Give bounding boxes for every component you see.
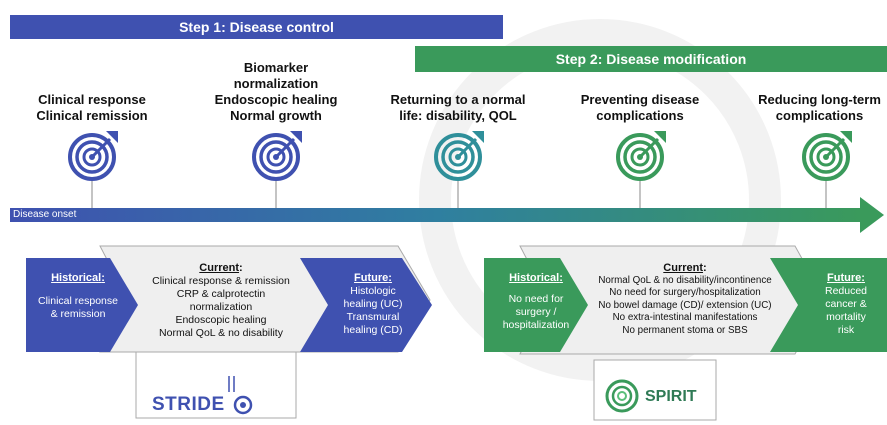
target-icon [434, 131, 484, 181]
goal-4-line-2: complications [596, 108, 684, 123]
goal-2-label: Biomarker normalization Endoscopic heali… [201, 60, 351, 124]
step1-banner: Step 1: Disease control [10, 15, 503, 39]
stride-logo-icon [228, 376, 253, 415]
timeline-label: Disease onset [13, 209, 77, 220]
target-icon [802, 131, 852, 181]
stride-future: Future: Histologic healing (UC) Transmur… [328, 272, 418, 337]
stride-future-line-4: healing (CD) [343, 324, 403, 336]
spirit-future-line-2: cancer & [825, 298, 867, 310]
stride-historical: Historical: Clinical response & remissio… [28, 272, 128, 321]
spirit-future-line-3: mortality [826, 311, 866, 323]
spirit-logo-text: SPIRIT [645, 388, 697, 405]
spirit-logo-icon [605, 379, 639, 413]
stride-current-title: Current: [199, 262, 243, 274]
spirit-future-title: Future: [827, 272, 865, 284]
spirit-current-line-3: No bowel damage (CD)/ extension (UC) [598, 299, 772, 311]
target-icon [252, 131, 302, 181]
stride-current-line-5: Normal QoL & no disability [159, 327, 283, 339]
stride-future-title: Future: [354, 272, 392, 284]
stride-future-chevron [300, 258, 432, 352]
spirit-current: Current: Normal QoL & no disability/inco… [574, 262, 796, 337]
stride-historical-title: Historical: [51, 272, 105, 284]
stride-historical-chevron [26, 258, 138, 352]
step2-label: Step 2: Disease modification [555, 51, 747, 67]
stride-current-line-1: Clinical response & remission [152, 275, 290, 287]
goal-1-line-2: Clinical remission [36, 108, 148, 123]
goal-4-line-1: Preventing disease [580, 92, 700, 107]
timeline-arrow [10, 197, 884, 233]
goal-connectors [91, 180, 827, 208]
spirit-current-line-5: No permanent stoma or SBS [622, 324, 748, 336]
spirit-historical-line-1: No need for [508, 293, 564, 305]
stride-future-line-3: Transmural [346, 311, 400, 323]
goal-2-line-4: Normal growth [230, 108, 322, 123]
step2-banner: Step 2: Disease modification [415, 46, 887, 72]
target-icon [68, 131, 118, 181]
stride-logo-text: STRIDE [152, 394, 225, 415]
step1-label: Step 1: Disease control [179, 19, 334, 35]
stride-future-line-1: Histologic [350, 285, 396, 297]
goal-3-line-1: Returning to a normal [390, 92, 526, 107]
spirit-historical-line-2: surgery / [515, 306, 557, 318]
goal-5-line-1: Reducing long-term [758, 92, 881, 107]
stride-historical-line-2: & remission [50, 308, 106, 320]
stride-panel [26, 245, 432, 419]
spirit-current-line-2: No need for surgery/hospitalization [609, 287, 761, 298]
goal-5-label: Reducing long-term complications [752, 92, 887, 124]
goal-3-line-2: life: disability, QOL [399, 108, 517, 123]
goal-3-label: Returning to a normal life: disability, … [378, 92, 538, 124]
stride-historical-line-1: Clinical response [38, 295, 118, 307]
stride-current: Current: Clinical response & remission C… [138, 262, 304, 340]
goal-5-line-2: complications [775, 108, 864, 123]
goal-2-line-3: Endoscopic healing [214, 92, 338, 107]
goal-4-label: Preventing disease complications [570, 92, 710, 124]
stride-logo-box [135, 351, 297, 419]
spirit-current-line-1: Normal QoL & no disability/incontinence [598, 274, 772, 286]
goal-1-line-1: Clinical response [38, 92, 146, 107]
spirit-future: Future: Reduced cancer & mortality risk [808, 272, 884, 337]
goal-2-line-1: Biomarker [243, 60, 309, 75]
spirit-historical-title: Historical: [509, 272, 563, 284]
target-icon [616, 131, 666, 181]
spirit-current-line-4: No extra-intestinal manifestations [612, 312, 758, 323]
spirit-historical-line-3: hospitalization [502, 319, 570, 331]
goal-1-label: Clinical response Clinical remission [22, 92, 162, 124]
spirit-future-chevron [770, 258, 887, 352]
spirit-future-line-4: risk [837, 324, 855, 336]
goal-2-line-2: normalization [233, 76, 319, 91]
stride-current-line-2: CRP & calprotectin [176, 288, 266, 300]
stride-future-line-2: healing (UC) [343, 298, 403, 310]
stride-current-line-3: normalization [189, 301, 253, 313]
stride-current-line-4: Endoscopic healing [175, 314, 267, 326]
spirit-current-title: Current: [663, 262, 707, 274]
spirit-historical-chevron [484, 258, 588, 352]
spirit-future-line-1: Reduced [824, 285, 868, 297]
spirit-historical: Historical: No need for surgery / hospit… [490, 272, 582, 332]
